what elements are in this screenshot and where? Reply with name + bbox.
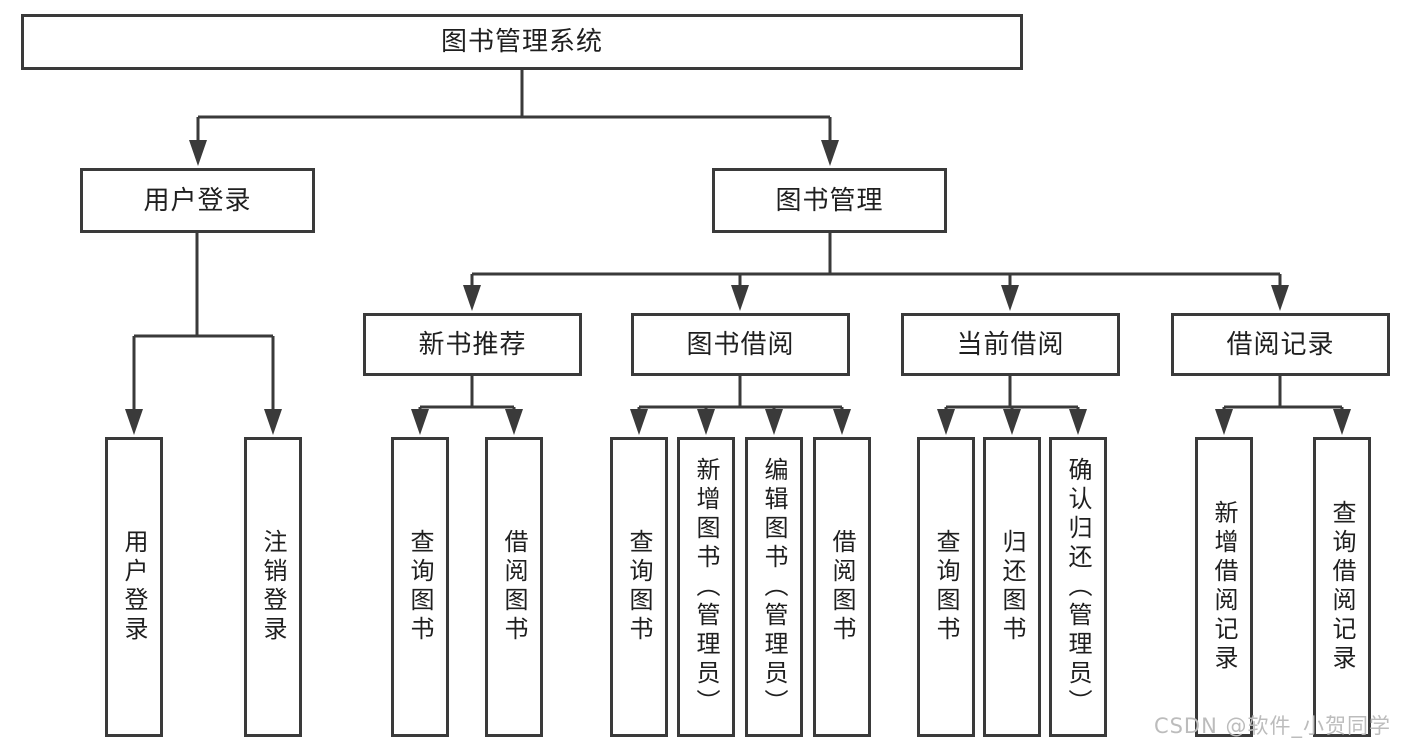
watermark: CSDN @软件_小贺同学 bbox=[1153, 714, 1391, 738]
leaf-confirm-return-admin-label: 确认归还（管理员） bbox=[1064, 456, 1092, 718]
node-new-book-recommend: 新书推荐 bbox=[363, 313, 582, 376]
node-root-label: 图书管理系统 bbox=[440, 27, 603, 57]
node-user-login: 用户登录 bbox=[80, 168, 315, 233]
node-current-borrow-label: 当前借阅 bbox=[956, 329, 1065, 360]
connector-borrow-records-to-leaves bbox=[1215, 376, 1351, 435]
node-borrow-records: 借阅记录 bbox=[1171, 313, 1390, 376]
leaf-user-login-label: 用户登录 bbox=[120, 529, 148, 645]
leaf-borrow-borrow-books: 借阅图书 bbox=[813, 437, 871, 737]
leaf-current-query-books-label: 查询图书 bbox=[932, 529, 960, 645]
leaf-borrow-query-books-label: 查询图书 bbox=[625, 529, 653, 645]
connector-book-borrow-to-leaves bbox=[630, 376, 851, 435]
node-book-management: 图书管理 bbox=[712, 168, 947, 233]
node-current-borrow: 当前借阅 bbox=[901, 313, 1120, 376]
leaf-recommend-borrow-books-label: 借阅图书 bbox=[500, 529, 528, 645]
node-borrow-records-label: 借阅记录 bbox=[1226, 329, 1335, 360]
connector-current-borrow-to-leaves bbox=[937, 376, 1087, 435]
node-book-borrow-label: 图书借阅 bbox=[686, 329, 795, 360]
leaf-query-borrow-record: 查询借阅记录 bbox=[1313, 437, 1371, 737]
node-user-login-label: 用户登录 bbox=[143, 185, 252, 216]
node-new-book-recommend-label: 新书推荐 bbox=[418, 329, 527, 360]
leaf-recommend-query-books: 查询图书 bbox=[391, 437, 449, 737]
node-book-management-label: 图书管理 bbox=[775, 185, 884, 216]
connector-new-book-recommend-to-leaves bbox=[411, 376, 523, 435]
connector-root-to-level2 bbox=[189, 70, 839, 166]
leaf-logout-label: 注销登录 bbox=[259, 529, 287, 645]
leaf-user-login: 用户登录 bbox=[105, 437, 163, 737]
leaf-confirm-return-admin: 确认归还（管理员） bbox=[1049, 437, 1107, 737]
leaf-return-books-label: 归还图书 bbox=[998, 529, 1026, 645]
connector-book-management-to-level3 bbox=[463, 233, 1289, 311]
leaf-borrow-borrow-books-label: 借阅图书 bbox=[828, 529, 856, 645]
leaf-edit-books-admin: 编辑图书（管理员） bbox=[745, 437, 803, 737]
leaf-add-borrow-record: 新增借阅记录 bbox=[1195, 437, 1253, 737]
leaf-add-books-admin: 新增图书（管理员） bbox=[677, 437, 735, 737]
leaf-recommend-query-books-label: 查询图书 bbox=[406, 529, 434, 645]
node-root: 图书管理系统 bbox=[21, 14, 1023, 70]
leaf-add-books-admin-label: 新增图书（管理员） bbox=[692, 456, 720, 718]
leaf-borrow-query-books: 查询图书 bbox=[610, 437, 668, 737]
leaf-logout: 注销登录 bbox=[244, 437, 302, 737]
leaf-current-query-books: 查询图书 bbox=[917, 437, 975, 737]
leaf-query-borrow-record-label: 查询借阅记录 bbox=[1328, 500, 1356, 674]
leaf-edit-books-admin-label: 编辑图书（管理员） bbox=[760, 456, 788, 718]
leaf-recommend-borrow-books: 借阅图书 bbox=[485, 437, 543, 737]
connector-user-login-to-leaves bbox=[125, 233, 282, 435]
node-book-borrow: 图书借阅 bbox=[631, 313, 850, 376]
leaf-add-borrow-record-label: 新增借阅记录 bbox=[1210, 500, 1238, 674]
leaf-return-books: 归还图书 bbox=[983, 437, 1041, 737]
